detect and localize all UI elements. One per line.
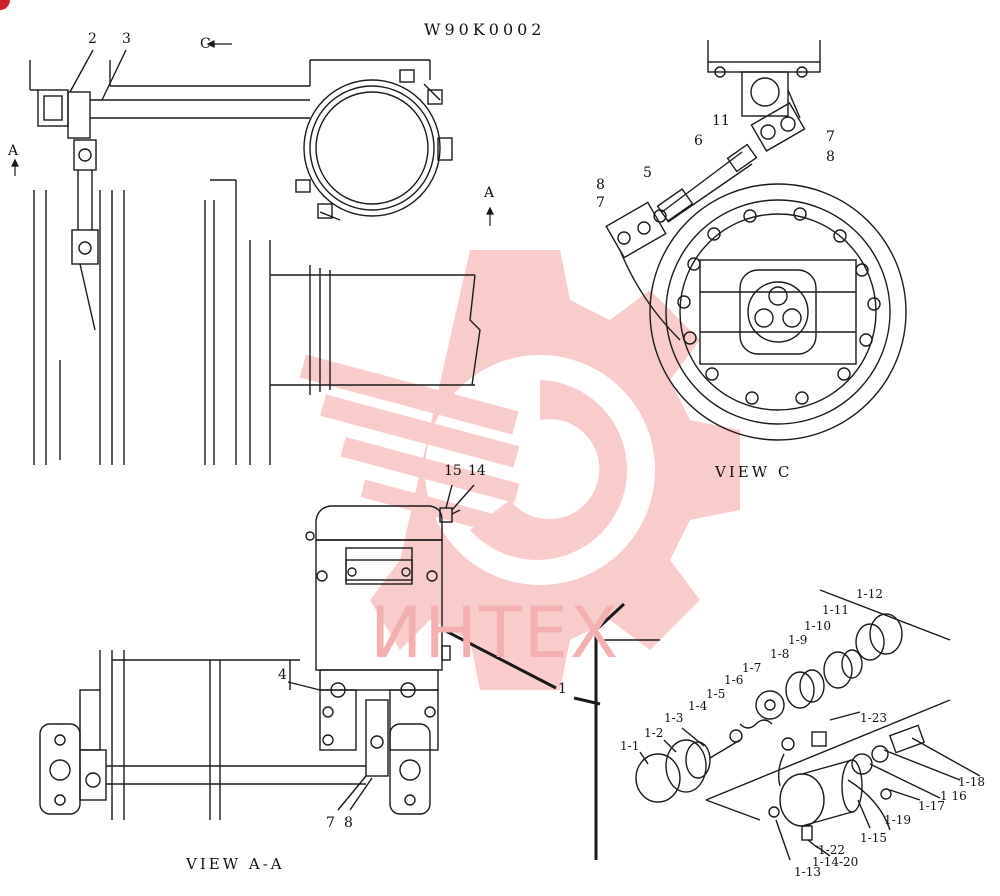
callout-1-15: 1-15 xyxy=(860,831,887,845)
callout-8-view-c: 8 xyxy=(826,149,835,165)
callout-1-6: 1-6 xyxy=(724,673,744,687)
callout-1-10: 1-10 xyxy=(804,619,831,633)
callout-1-5: 1-5 xyxy=(706,687,726,701)
callout-11: 11 xyxy=(712,113,730,129)
view-c-assembly xyxy=(605,40,907,441)
callout-1-12: 1-12 xyxy=(856,587,883,601)
corner-badge xyxy=(0,0,10,10)
callout-1-14-20: 1-14-20 xyxy=(812,855,859,869)
callout-14: 14 xyxy=(468,463,486,479)
callout-1-19: 1-19 xyxy=(884,813,911,827)
callout-1-13: 1-13 xyxy=(794,865,821,879)
callout-1-17: 1-17 xyxy=(918,799,945,813)
callout-8-view-c-left: 8 xyxy=(596,177,605,193)
callout-7-view-c: 7 xyxy=(826,129,835,145)
watermark-gear-icon xyxy=(299,250,740,690)
section-a-marker-mid: A xyxy=(484,185,495,201)
callout-1-16: 1 16 xyxy=(940,789,967,803)
top-left-assembly xyxy=(29,59,481,465)
callout-5: 5 xyxy=(643,165,652,181)
callout-1-2: 1-2 xyxy=(644,726,664,740)
callout-3: 3 xyxy=(122,31,131,47)
callout-1-11: 1-11 xyxy=(822,603,849,617)
callout-6: 6 xyxy=(694,133,703,149)
callout-1-7: 1-7 xyxy=(742,661,762,675)
callout-1-1: 1-1 xyxy=(620,739,640,753)
callout-1-22: 1-22 xyxy=(818,843,845,857)
callout-1-23: 1-23 xyxy=(860,711,887,725)
view-aa-assembly xyxy=(39,505,461,820)
callout-1-18: 1-18 xyxy=(958,775,985,789)
callout-15: 15 xyxy=(444,463,462,479)
callout-1-9: 1-9 xyxy=(788,633,808,647)
callout-7-view-aa: 7 xyxy=(326,815,335,831)
callout-4: 4 xyxy=(278,667,287,683)
view-aa-title: VIEW A-A xyxy=(186,855,285,873)
callout-1-3: 1-3 xyxy=(664,711,684,725)
exploded-valve-assembly xyxy=(439,589,981,861)
section-a-marker-left: A xyxy=(8,143,19,159)
view-c-marker: C xyxy=(200,36,211,52)
drawing-code: W90K0002 xyxy=(424,20,546,39)
leader-2 xyxy=(69,49,94,93)
leader-4 xyxy=(287,681,321,691)
watermark-text: ИНТЕХ xyxy=(370,592,620,674)
callout-2: 2 xyxy=(88,31,97,47)
callout-1: 1 xyxy=(558,681,567,697)
callout-8-view-aa: 8 xyxy=(344,815,353,831)
leader-3 xyxy=(101,49,127,101)
view-c-title: VIEW C xyxy=(715,463,793,481)
callout-1-8: 1-8 xyxy=(770,647,790,661)
callout-1-4: 1-4 xyxy=(688,699,708,713)
callout-7-view-c-left: 7 xyxy=(596,195,605,211)
